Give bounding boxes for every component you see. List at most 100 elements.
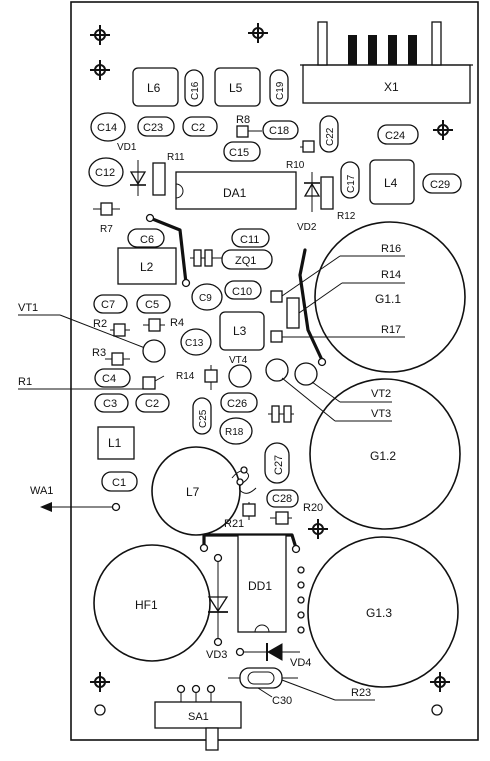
- pin-pads: [297, 566, 305, 634]
- transistor-vt1: [142, 339, 166, 363]
- capacitor-c14: C14: [90, 112, 126, 142]
- svg-text:R1: R1: [18, 376, 32, 388]
- svg-text:C27: C27: [273, 455, 285, 475]
- svg-text:VT1: VT1: [18, 302, 38, 314]
- capacitor-c2-bottom: C2: [135, 393, 170, 413]
- svg-text:HF1: HF1: [135, 598, 158, 612]
- svg-text:R14: R14: [381, 269, 401, 281]
- svg-text:R21: R21: [224, 518, 244, 530]
- svg-text:C9: C9: [199, 293, 212, 304]
- connector-x1: X1: [300, 21, 473, 104]
- svg-text:VT2: VT2: [371, 388, 391, 400]
- inductor-l6: L6: [132, 67, 179, 107]
- label-r1: R1: [18, 376, 145, 390]
- resistor-r14-right: R14: [286, 269, 405, 329]
- svg-text:C24: C24: [385, 130, 405, 142]
- capacitor-c2-top: C2: [182, 116, 218, 137]
- svg-text:R12: R12: [337, 211, 356, 222]
- capacitor-c15: C15: [223, 141, 261, 162]
- resistor-r16: R16: [270, 243, 405, 303]
- capacitor-c29: C29: [422, 173, 462, 194]
- inductor-l5: L5: [214, 67, 261, 107]
- svg-text:L7: L7: [186, 485, 200, 499]
- capacitor-c4: C4: [94, 368, 131, 388]
- capacitor-c7: C7: [93, 294, 128, 314]
- svg-text:R16: R16: [381, 243, 401, 255]
- inductor-l2: L2: [117, 247, 177, 285]
- ic-da1: DA1: [175, 171, 297, 210]
- diode-vd1: [129, 160, 147, 196]
- resistor-r21-right: [270, 511, 292, 525]
- ic-dd1: DD1: [237, 534, 287, 633]
- svg-text:L5: L5: [229, 81, 243, 95]
- svg-text:C2: C2: [145, 398, 159, 410]
- svg-text:R10: R10: [286, 160, 305, 171]
- svg-text:C6: C6: [140, 234, 154, 246]
- svg-text:C17: C17: [346, 174, 357, 193]
- speaker-hf1: HF1: [93, 544, 211, 662]
- resistor-r7: R7: [93, 202, 120, 235]
- label-r21: R21: [224, 518, 244, 530]
- resistor-r8: R8: [236, 114, 262, 138]
- resistor-r1: [142, 375, 165, 390]
- resistor-r17: R17: [270, 324, 405, 343]
- svg-text:C23: C23: [143, 122, 163, 134]
- capacitor-c12: C12: [88, 157, 124, 187]
- svg-text:C5: C5: [145, 299, 159, 311]
- capacitor-c22: C22: [319, 115, 339, 153]
- svg-text:DD1: DD1: [248, 579, 272, 593]
- inductor-l1: L1: [97, 426, 135, 460]
- capacitor-c18: C18: [262, 120, 299, 140]
- battery-cell-g1-1: G1.1: [314, 221, 466, 373]
- antenna-wa1: WA1: [30, 485, 121, 512]
- mounting-hole: [432, 119, 454, 141]
- capacitor-c11: C11: [231, 228, 270, 248]
- resistor-r4: R4: [143, 317, 184, 332]
- diode-vd3: VD3: [206, 553, 229, 661]
- capacitor-c25: C25: [192, 397, 212, 435]
- diode-vd4: VD4: [235, 643, 311, 669]
- svg-text:WA1: WA1: [30, 485, 53, 497]
- resistor-r14-left: R14: [176, 365, 218, 390]
- mounting-hole: [89, 671, 111, 693]
- capacitor-c10: C10: [224, 280, 262, 300]
- trace-c6: [145, 213, 191, 288]
- svg-text:R8: R8: [236, 114, 250, 126]
- svg-text:R7: R7: [100, 224, 113, 235]
- svg-text:C1: C1: [112, 477, 126, 489]
- svg-text:ZQ1: ZQ1: [235, 255, 256, 267]
- label-r20: R20: [303, 502, 323, 514]
- svg-text:G1.2: G1.2: [370, 449, 396, 463]
- svg-text:L1: L1: [108, 436, 122, 450]
- board-outline: [70, 1, 479, 741]
- svg-text:C15: C15: [229, 147, 249, 159]
- transistor-vt4: VT4: [228, 355, 252, 388]
- svg-text:VD1: VD1: [117, 142, 137, 153]
- capacitor-c13: C13: [180, 328, 212, 356]
- svg-text:C26: C26: [227, 398, 247, 410]
- svg-text:R4: R4: [170, 317, 184, 329]
- battery-cell-g1-2: G1.2: [309, 378, 461, 530]
- resistor-r3: R3: [92, 347, 130, 366]
- capacitor-c5: C5: [136, 294, 171, 314]
- capacitor-c17: C17: [340, 161, 360, 199]
- svg-text:C22: C22: [325, 127, 336, 146]
- capacitor-c26: C26: [220, 392, 258, 413]
- battery-cell-g1-3: G1.3: [307, 536, 459, 688]
- svg-text:C4: C4: [102, 373, 116, 385]
- trace-right: [298, 248, 327, 367]
- svg-text:C25: C25: [198, 409, 209, 428]
- mounting-hole: [89, 24, 111, 46]
- svg-text:R2: R2: [93, 318, 107, 330]
- svg-text:VT3: VT3: [371, 408, 391, 420]
- mounting-hole: [247, 22, 269, 44]
- capacitor-c1: C1: [101, 471, 138, 492]
- inductor-l4: L4: [369, 159, 415, 205]
- resistor-r21-left: [242, 502, 256, 520]
- svg-text:C10: C10: [232, 286, 252, 298]
- capacitor-c24: C24: [377, 124, 419, 145]
- svg-text:C14: C14: [97, 122, 117, 134]
- svg-text:G1.3: G1.3: [366, 606, 392, 620]
- capacitor-r18: R18: [219, 417, 253, 445]
